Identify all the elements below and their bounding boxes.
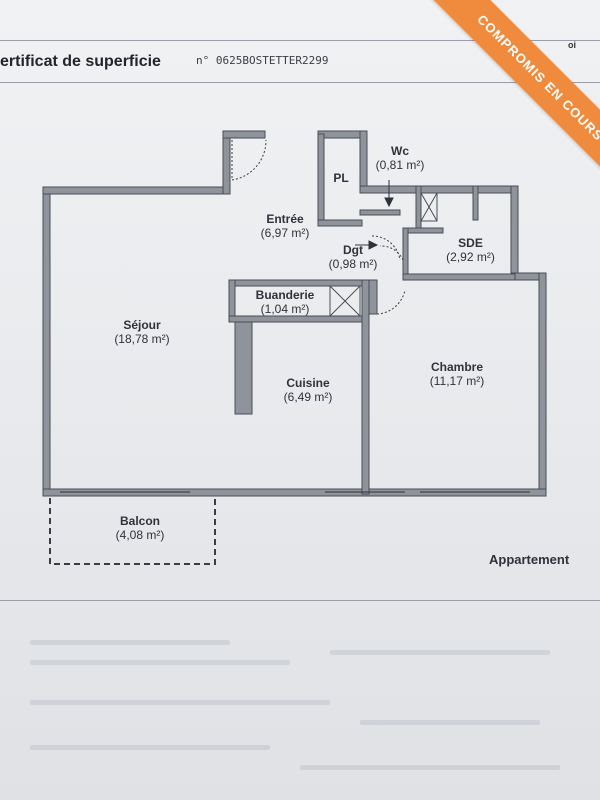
faint-line — [300, 765, 560, 770]
room-pl-name: PL — [333, 171, 349, 185]
room-buanderie-name: Buanderie — [255, 288, 315, 302]
door-chambre — [376, 289, 406, 315]
room-balcon-name: Balcon — [119, 514, 160, 528]
room-dgt-area: (0,98 m²) — [328, 257, 378, 271]
wall-sde-south — [402, 273, 516, 281]
header-bottom-rule — [0, 82, 600, 83]
room-entree: Entrée (6,97 m²) — [245, 212, 325, 240]
room-cuisine-area: (6,49 m²) — [283, 390, 333, 404]
status-banner-corner: COMPROMIS EN COURS — [370, 0, 600, 230]
header-top-rule — [0, 40, 600, 41]
wall-buanderie-south — [228, 315, 370, 323]
door-dgt — [371, 235, 401, 261]
room-sde-area: (2,92 m²) — [446, 250, 495, 264]
door-entree — [231, 139, 267, 181]
room-cuisine: Cuisine (6,49 m²) — [268, 376, 348, 404]
room-pl: PL — [326, 171, 356, 185]
wall-south — [42, 488, 547, 497]
kitchen-counter — [234, 321, 253, 415]
dgt-arrow-head — [368, 240, 379, 250]
wc-arrow-head — [384, 197, 394, 208]
header-corner-text: oi — [568, 40, 576, 50]
page-title: ertificat de superficie — [0, 53, 161, 70]
certificate-number: n° 0625BOSTETTER2299 — [196, 54, 329, 67]
shaft-box-wc — [420, 192, 438, 222]
room-wc: Wc (0,81 m²) — [365, 144, 435, 172]
room-chambre-area: (11,17 m²) — [429, 374, 485, 388]
room-cuisine-name: Cuisine — [286, 376, 330, 390]
room-balcon: Balcon (4,08 m²) — [100, 514, 180, 542]
wall-sde-west — [402, 227, 409, 281]
status-banner: COMPROMIS EN COURS — [412, 0, 600, 206]
plan-bottom-rule — [0, 600, 600, 601]
wall-pl-south — [317, 219, 363, 227]
faint-line — [30, 700, 330, 705]
shaft-wc-cross-2 — [420, 192, 438, 222]
faint-line — [330, 650, 550, 655]
wall-wc-south — [359, 209, 401, 216]
wall-entree-north-2 — [317, 130, 364, 139]
wall-sde-stub — [472, 185, 479, 221]
room-balcon-area: (4,08 m²) — [115, 528, 165, 542]
room-sde-name: SDE — [458, 236, 483, 250]
room-sejour-area: (18,78 m²) — [114, 332, 170, 346]
faint-line — [30, 660, 290, 665]
wall-west — [42, 190, 51, 495]
shaft-cross-2 — [329, 285, 361, 317]
wall-entree-west — [222, 133, 231, 195]
room-sejour-name: Séjour — [123, 318, 161, 332]
room-chambre-name: Chambre — [430, 360, 483, 374]
room-entree-area: (6,97 m²) — [260, 226, 310, 240]
room-entree-name: Entrée — [266, 212, 304, 226]
wall-cuisine-chambre — [361, 279, 370, 495]
shaft-box-buanderie — [329, 285, 361, 317]
wall-entree-north-1 — [222, 130, 266, 139]
faint-line — [30, 640, 230, 645]
room-buanderie: Buanderie (1,04 m²) — [242, 288, 328, 316]
room-wc-area: (0,81 m²) — [375, 158, 425, 172]
room-wc-name: Wc — [391, 144, 409, 158]
wall-north-sejour — [42, 186, 227, 195]
wall-buanderie-north — [228, 279, 376, 287]
room-buanderie-area: (1,04 m²) — [260, 302, 310, 316]
faint-line — [30, 745, 270, 750]
room-sde: SDE (2,92 m²) — [433, 236, 508, 264]
faint-line — [360, 720, 540, 725]
room-sejour: Séjour (18,78 m²) — [102, 318, 182, 346]
room-dgt: Dgt (0,98 m²) — [318, 243, 388, 271]
balcony-outline — [49, 498, 216, 565]
wall-buanderie-west — [228, 279, 236, 321]
room-dgt-name: Dgt — [343, 243, 363, 257]
wall-east — [538, 272, 547, 495]
plan-footer-label: Appartement — [489, 552, 570, 567]
wall-dgt-east — [368, 279, 378, 315]
room-chambre: Chambre (11,17 m²) — [412, 360, 502, 388]
